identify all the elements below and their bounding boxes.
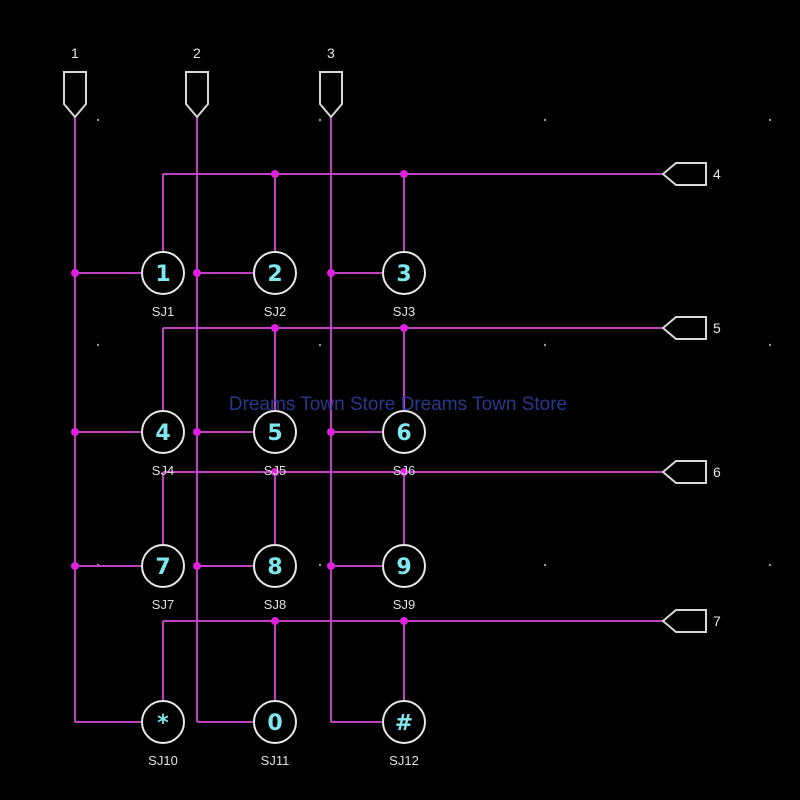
key-sj6-circle [382,410,426,454]
key-sj7-circle [141,544,185,588]
junction-dot [327,269,335,277]
row-port-5-symbol [661,316,707,340]
key-sj7-ref: SJ7 [152,597,174,612]
grid-dot [543,118,547,122]
junction-dot [400,170,408,178]
key-sj4-circle [141,410,185,454]
key-sj10-circle [141,700,185,744]
key-sj10-ref: SJ10 [148,753,178,768]
junction-dot [400,468,408,476]
key-sj7-label: 7 [155,555,170,580]
key-sj1-label: 1 [155,262,170,287]
junction-dot [327,562,335,570]
grid-dot [318,118,322,122]
key-sj12-ref: SJ12 [389,753,419,768]
key-sj9-label: 9 [396,555,411,580]
column-port-1-symbol [63,71,87,119]
key-sj8-label: 8 [267,555,282,580]
junction-dot [400,617,408,625]
key-sj11-ref: SJ11 [261,753,290,768]
grid-dot [96,343,100,347]
key-sj4-ref: SJ4 [152,463,174,478]
grid-dot [318,563,322,567]
junction-dot [71,562,79,570]
row-port-6-label: 6 [713,464,721,480]
key-sj11-label: 0 [267,711,282,736]
junction-dot [71,269,79,277]
key-sj1-ref: SJ1 [152,304,174,319]
key-sj9-ref: SJ9 [393,597,415,612]
column-port-2-symbol [185,71,209,119]
key-sj5-circle [253,410,297,454]
column-port-3-symbol [319,71,343,119]
junction-dot [193,428,201,436]
row-port-5-label: 5 [713,320,721,336]
junction-dot [271,170,279,178]
column-port-1-label: 1 [71,45,79,61]
junction-dot [271,617,279,625]
key-sj5-ref: SJ5 [264,463,286,478]
column-port-2-label: 2 [193,45,201,61]
row-port-4-symbol [661,162,707,186]
key-sj4-label: 4 [155,421,170,446]
row-port-4-label: 4 [713,166,721,182]
wires [74,117,663,723]
key-sj8-circle [253,544,297,588]
row-port-7-label: 7 [713,613,721,629]
key-sj6-ref: SJ6 [393,463,415,478]
key-sj2-label: 2 [267,262,282,287]
row-port-6-symbol [661,460,707,484]
junctions [71,170,408,625]
junction-dot [271,468,279,476]
key-sj1-circle [141,251,185,295]
junction-dot [193,562,201,570]
key-sj2-circle [253,251,297,295]
key-sj12-circle [382,700,426,744]
grid-dot [318,343,322,347]
key-sj12-label: # [395,711,413,736]
junction-dot [71,428,79,436]
ports: 1 2 3 4 5 6 7 [63,45,721,633]
key-sj6-label: 6 [396,421,411,446]
grid-dot [96,118,100,122]
key-sj9-circle [382,544,426,588]
keys: 1SJ12SJ23SJ34SJ45SJ56SJ67SJ78SJ89SJ9*SJ1… [141,251,426,768]
key-sj2-ref: SJ2 [264,304,286,319]
junction-dot [271,324,279,332]
key-sj3-circle [382,251,426,295]
grid-dot [768,343,772,347]
grid-dot [768,118,772,122]
key-sj5-label: 5 [267,421,282,446]
junction-dot [400,324,408,332]
key-sj11-circle [253,700,297,744]
junction-dot [327,428,335,436]
grid-dot [768,563,772,567]
key-sj3-label: 3 [396,262,411,287]
key-sj10-label: * [157,711,169,736]
key-sj3-ref: SJ3 [393,304,415,319]
grid-dot [543,563,547,567]
junction-dot [193,269,201,277]
grid-dot [543,343,547,347]
key-sj8-ref: SJ8 [264,597,286,612]
watermark-text: Dreams Town Store Dreams Town Store [229,394,567,415]
row-port-7-symbol [661,609,707,633]
column-port-3-label: 3 [327,45,335,61]
